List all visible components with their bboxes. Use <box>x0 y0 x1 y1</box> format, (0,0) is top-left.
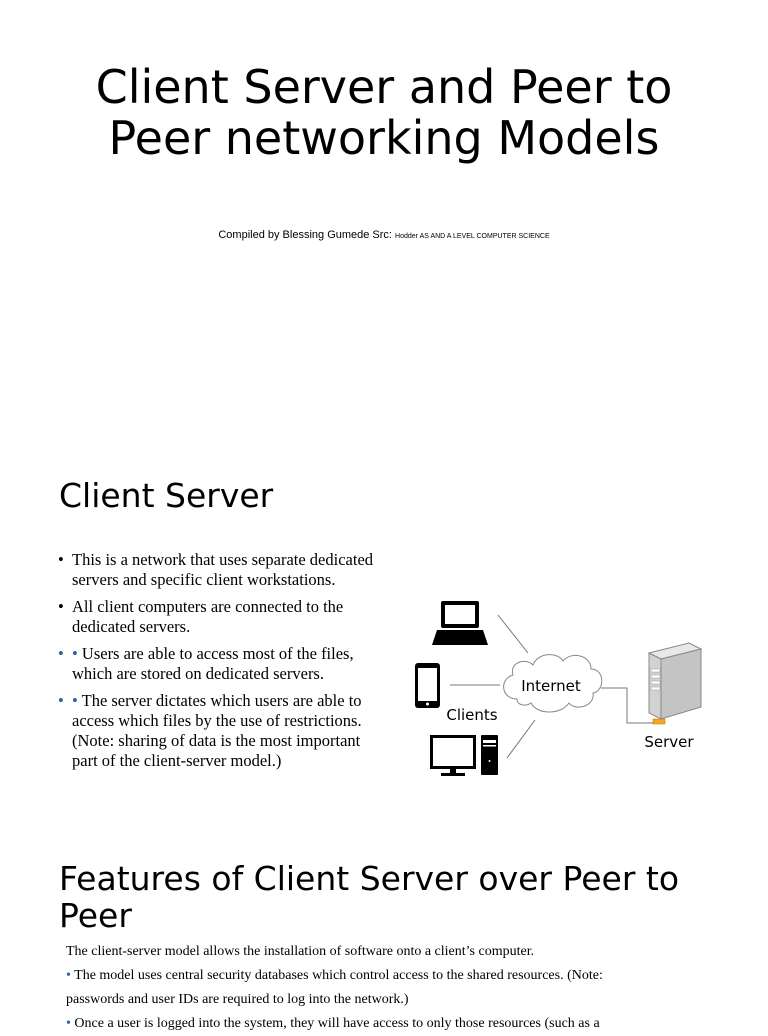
client-server-heading: Client Server <box>59 476 274 515</box>
laptop-icon <box>432 601 488 645</box>
bullet-dot: • <box>58 644 64 663</box>
page-title: Client Server and Peer to Peer networkin… <box>95 60 673 165</box>
bullet-item: • This is a network that uses separate d… <box>58 550 378 590</box>
bullet-text: All client computers are connected to th… <box>72 597 344 636</box>
desktop-computer-icon <box>430 735 498 776</box>
bullet-dot: • <box>58 597 64 616</box>
client-server-bullets: • This is a network that uses separate d… <box>58 550 378 778</box>
subtitle-source: Hodder AS AND A LEVEL COMPUTER SCIENCE <box>395 233 550 240</box>
client-server-diagram: Internet Clients Server <box>415 601 703 776</box>
internet-label: Internet <box>521 677 581 695</box>
connection-line <box>601 687 657 724</box>
bullet-text: The server dictates which users are able… <box>72 691 362 770</box>
connection-line <box>497 614 529 654</box>
inner-bullet-dot: • <box>66 968 75 983</box>
features-line: The client-server model allows the insta… <box>66 944 535 959</box>
bullet-text: This is a network that uses separate ded… <box>72 550 374 589</box>
cloud-icon <box>503 654 603 713</box>
bullet-text: Users are able to access most of the fil… <box>72 644 354 683</box>
inner-bullet-dot: • <box>72 644 82 663</box>
bullet-dot: • <box>58 550 64 569</box>
bullet-dot: • <box>58 691 64 710</box>
phone-icon <box>415 663 440 708</box>
subtitle: Compiled by Blessing Gumede Src: Hodder … <box>0 229 768 241</box>
server-icon <box>647 642 703 725</box>
features-heading: Features of Client Server over Peer to P… <box>59 859 680 935</box>
features-line: The model uses central security database… <box>66 968 603 1007</box>
bullet-item: • • Users are able to access most of the… <box>58 644 378 684</box>
clients-label: Clients <box>446 706 497 724</box>
subtitle-credit: Compiled by Blessing Gumede Src: <box>218 229 396 241</box>
features-line-block: • Once a user is logged into the system,… <box>66 1012 646 1036</box>
connection-line <box>506 719 536 759</box>
bullet-item: • • The server dictates which users are … <box>58 691 378 771</box>
server-label: Server <box>644 733 694 751</box>
inner-bullet-dot: • <box>72 691 82 710</box>
bullet-item: • All client computers are connected to … <box>58 597 378 637</box>
features-line-block: • The model uses central security databa… <box>66 964 646 1012</box>
features-text: The client-server model allows the insta… <box>66 940 646 1036</box>
